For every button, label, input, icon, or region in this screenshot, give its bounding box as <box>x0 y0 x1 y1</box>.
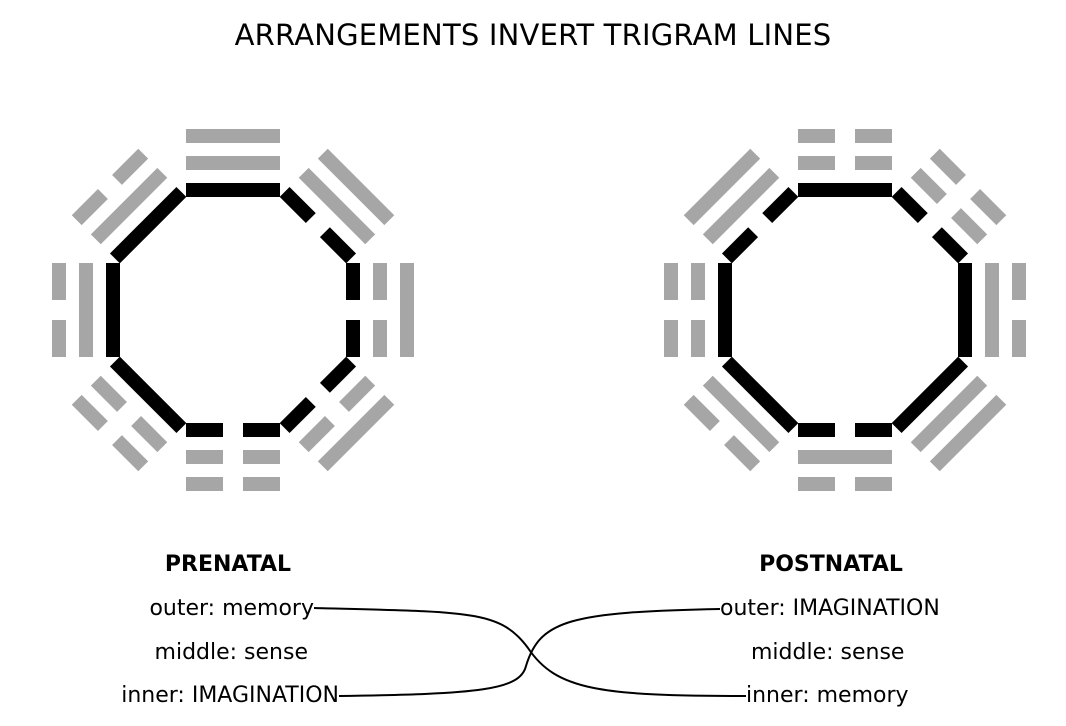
postnatal-bottom-left-inner-line <box>721 356 799 434</box>
postnatal-bottom-left-middle-line <box>702 375 780 453</box>
prenatal-trigram-top-right <box>279 148 395 264</box>
postnatal-bottom-right-inner-line <box>891 356 969 434</box>
prenatal-trigram-bottom <box>186 423 280 491</box>
connector-memory <box>313 607 747 697</box>
prenatal-bottom-right-inner-line-a <box>319 356 357 393</box>
postnatal-bottom-right-outer-line <box>929 394 1007 472</box>
prenatal-heading: PRENATAL <box>164 552 292 577</box>
connector-imagination <box>338 608 721 697</box>
postnatal-bottom-left-outer-line-a <box>724 435 761 472</box>
prenatal-trigram-bottom-left <box>71 356 187 472</box>
postnatal-trigram-bottom-left <box>683 356 799 472</box>
postnatal-bottom-right-middle-line <box>910 375 988 453</box>
prenatal-bottom-left-middle-line-b <box>90 375 127 412</box>
postnatal-inner-label: inner: memory <box>746 683 909 708</box>
prenatal-outer-label: outer: memory <box>149 596 314 621</box>
prenatal-bottom-right-middle-line-b <box>298 416 335 453</box>
prenatal-top-left-inner-line <box>109 186 187 264</box>
postnatal-top-right-middle-line-a <box>910 167 947 204</box>
prenatal-top-right-inner-line-b <box>319 227 357 264</box>
prenatal-middle-label: middle: sense <box>154 640 308 665</box>
prenatal-bottom-left-outer-line-a <box>112 435 149 472</box>
prenatal-bottom-right-middle-line-a <box>339 375 376 412</box>
prenatal-top-right-middle-line <box>298 167 376 245</box>
postnatal-trigram-top-left <box>683 148 799 264</box>
postnatal-trigram-bottom <box>798 423 892 491</box>
postnatal-trigram-right <box>958 263 1026 357</box>
postnatal-heading: POSTNATAL <box>759 552 903 577</box>
postnatal-trigram-left <box>664 263 732 357</box>
postnatal-middle-label: middle: sense <box>751 640 905 665</box>
prenatal-bottom-left-middle-line-a <box>131 416 168 453</box>
prenatal-octagon <box>52 129 414 491</box>
postnatal-top-right-outer-line-b <box>970 189 1007 226</box>
prenatal-trigram-top-left <box>71 148 187 264</box>
prenatal-bottom-right-outer-line <box>317 394 395 472</box>
postnatal-octagon <box>664 129 1026 491</box>
postnatal-trigram-bottom-right <box>891 356 1007 472</box>
prenatal-trigram-bottom-right <box>279 356 395 472</box>
postnatal-bottom-left-outer-line-b <box>683 394 720 431</box>
prenatal-top-left-outer-line-a <box>71 189 108 226</box>
prenatal-bottom-left-inner-line <box>109 356 187 434</box>
postnatal-top-right-inner-line-a <box>891 186 928 224</box>
postnatal-top-left-middle-line <box>702 167 780 245</box>
postnatal-top-right-middle-line-b <box>951 208 988 245</box>
prenatal-inner-label: inner: IMAGINATION <box>121 683 339 708</box>
prenatal-bottom-left-outer-line-b <box>71 394 108 431</box>
postnatal-top-left-inner-line-a <box>721 227 759 264</box>
diagram-title: ARRANGEMENTS INVERT TRIGRAM LINES <box>234 18 832 52</box>
postnatal-trigram-top-right <box>891 148 1007 264</box>
postnatal-top-left-outer-line <box>683 148 761 226</box>
postnatal-top-right-outer-line-a <box>929 148 966 185</box>
prenatal-top-right-outer-line <box>317 148 395 226</box>
prenatal-bottom-right-inner-line-b <box>279 396 316 434</box>
prenatal-trigram-right <box>346 263 414 357</box>
postnatal-top-left-inner-line-b <box>762 186 799 224</box>
prenatal-top-left-outer-line-b <box>112 148 149 185</box>
prenatal-top-right-inner-line-a <box>279 186 316 224</box>
prenatal-trigram-left <box>52 263 120 357</box>
prenatal-trigram-top <box>186 129 280 197</box>
prenatal-top-left-middle-line <box>90 167 168 245</box>
postnatal-outer-label: outer: IMAGINATION <box>720 596 940 621</box>
postnatal-trigram-top <box>798 129 892 197</box>
postnatal-top-right-inner-line-b <box>931 227 969 264</box>
